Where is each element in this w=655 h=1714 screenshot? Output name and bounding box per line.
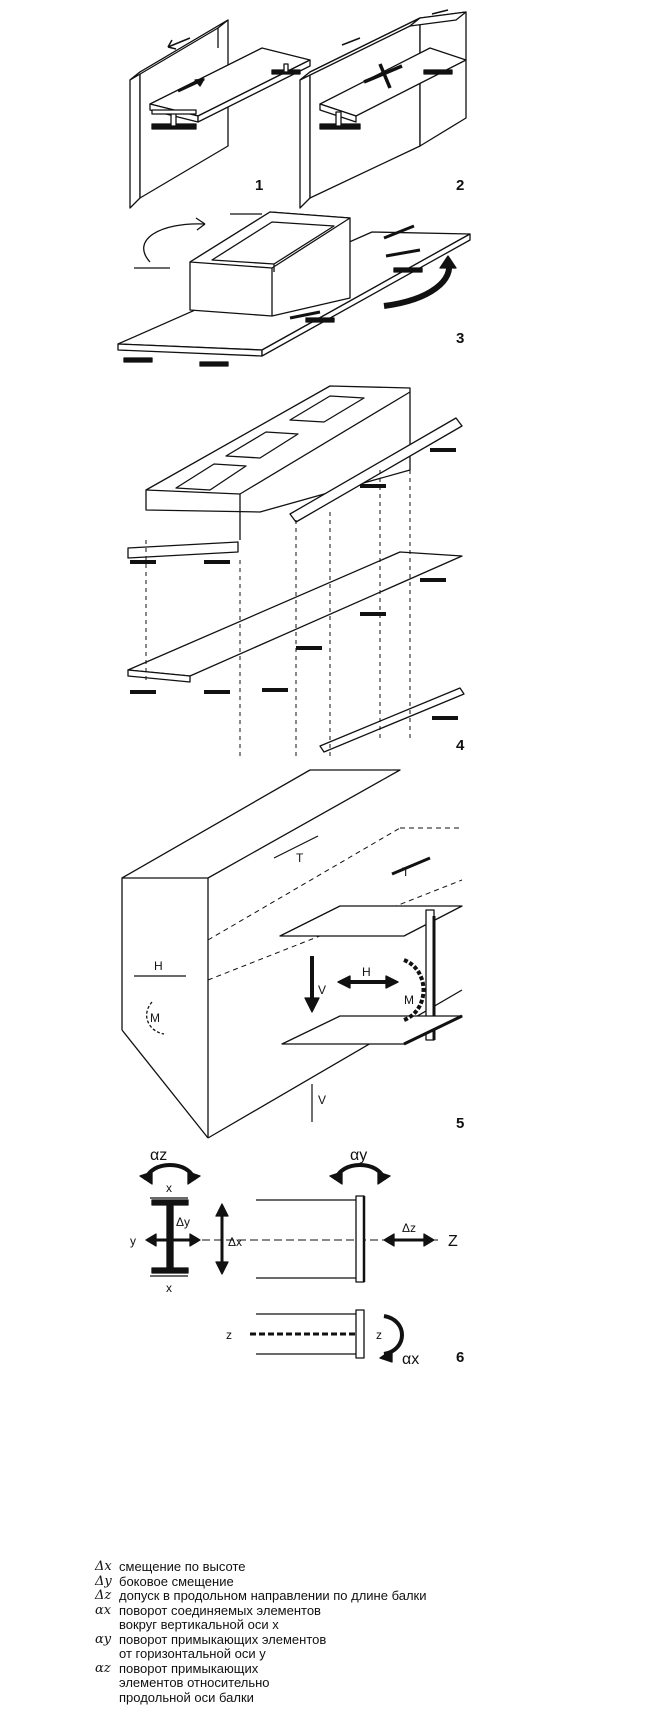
figure-number-1: 1: [255, 177, 263, 194]
legend-text: смещение по высоте: [119, 1559, 246, 1574]
rotation-arrow-icon: [144, 1163, 196, 1181]
rotation-arrow-icon: [383, 1314, 404, 1356]
figure-number-3: 3: [456, 330, 464, 347]
label-M-beam: M: [404, 993, 414, 1007]
figure-2-corner-walls: 2: [299, 9, 467, 209]
label-delta-z: Δz: [402, 1221, 416, 1235]
rotation-arrow-icon: [334, 1163, 386, 1181]
figure-number-4: 4: [456, 737, 465, 754]
legend-item: αy поворот примыкающих элементов от гори…: [95, 1631, 615, 1662]
figure-1-wall-slab: 1: [129, 19, 311, 209]
figure-number-6: 6: [456, 1349, 464, 1366]
legend-text: боковое смещение: [119, 1573, 234, 1589]
label-z-right: z: [376, 1328, 382, 1342]
legend-symbol: αx: [95, 1602, 112, 1618]
legend-text: элементов относительно: [119, 1675, 270, 1690]
legend-text: продольной оси балки: [119, 1689, 254, 1705]
legend-text: вокруг вертикальной оси x: [119, 1617, 279, 1632]
i-beam-icon: [319, 111, 361, 130]
shift-arrow-icon: [167, 37, 191, 50]
figure-5-box-beam: T T H H V V M M 5: [121, 769, 464, 1139]
i-beam-icon: [423, 69, 453, 75]
i-beam-icon: [151, 109, 197, 130]
label-alpha-y: αy: [350, 1147, 367, 1164]
label-T-top: T: [296, 851, 304, 865]
legend-symbol: Δz: [95, 1588, 112, 1603]
legend-item: αz поворот примыкающих элементов относит…: [95, 1660, 615, 1706]
rotation-arrow-icon: [143, 223, 206, 263]
legend-item: αx поворот соединяемых элементов вокруг …: [95, 1602, 615, 1633]
label-V-bottom: V: [318, 1093, 326, 1107]
label-H-left: H: [154, 959, 163, 973]
label-V-beam: V: [318, 983, 326, 997]
legend-text: поворот соединяемых элементов: [119, 1602, 321, 1618]
label-x-top: x: [166, 1181, 172, 1195]
figure-6-tolerances: αz αy αx x x y Δy Δx Δz Z z z 6: [130, 1147, 464, 1368]
legend-text: поворот примыкающих элементов: [119, 1631, 327, 1647]
label-Z-axis: Z: [448, 1233, 458, 1250]
legend-symbol: αz: [95, 1660, 111, 1676]
label-alpha-x: αx: [402, 1351, 419, 1368]
label-delta-y: Δy: [176, 1215, 190, 1229]
label-M-left: M: [150, 1011, 160, 1025]
figure-number-5: 5: [456, 1115, 464, 1132]
figure-number-2: 2: [456, 177, 464, 194]
legend-symbol: αy: [95, 1631, 112, 1647]
moment-arrow-icon: [403, 958, 426, 1022]
cross-arrows-icon: [363, 63, 403, 89]
i-beam-icon: [123, 267, 423, 367]
legend-item: Δz допуск в продольном направлении по дл…: [95, 1588, 615, 1604]
label-x-bottom: x: [166, 1281, 172, 1295]
legend-item: Δx смещение по высоте: [95, 1559, 615, 1575]
legend-text: допуск в продольном направлении по длине…: [119, 1588, 427, 1603]
i-beam-icon: [271, 63, 301, 75]
legend-text: поворот примыкающих: [119, 1660, 259, 1676]
shift-arrow-icon: [341, 9, 449, 46]
label-alpha-z: αz: [150, 1147, 167, 1164]
label-H-beam: H: [362, 965, 371, 979]
legend-item: Δy боковое смещение: [95, 1573, 615, 1590]
figure-4-multistorey: 4: [127, 385, 465, 760]
label-y: y: [130, 1234, 136, 1248]
legend-symbol: Δx: [95, 1559, 112, 1574]
label-delta-x: Δx: [228, 1235, 242, 1249]
legend: Δx смещение по высоте Δy боковое смещени…: [95, 1559, 615, 1706]
legend-text: от горизонтальной оси y: [119, 1646, 266, 1661]
legend-symbol: Δy: [95, 1573, 112, 1589]
figure-3-box-slab: 3: [117, 211, 471, 367]
label-z-left: z: [226, 1328, 232, 1342]
label-T-right: T: [402, 865, 410, 879]
